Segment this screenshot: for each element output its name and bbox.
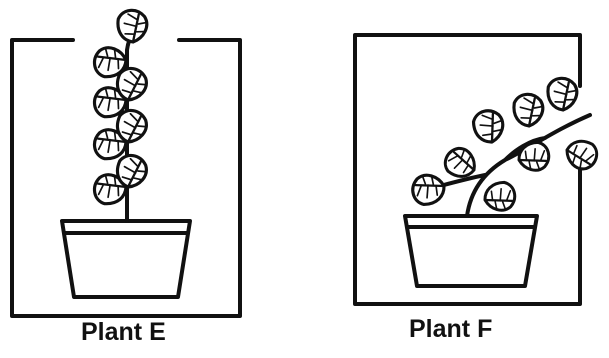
plant-e-leaves [91,8,150,207]
plant-e-pot [62,221,190,297]
plant-f-illustration [355,35,599,304]
plant-f-leaves [408,76,598,215]
plant-f-pot [405,216,537,286]
plant-e-label: Plant E [81,320,166,345]
plant-e-illustration [12,8,240,316]
plant-f-label: Plant F [409,317,492,342]
